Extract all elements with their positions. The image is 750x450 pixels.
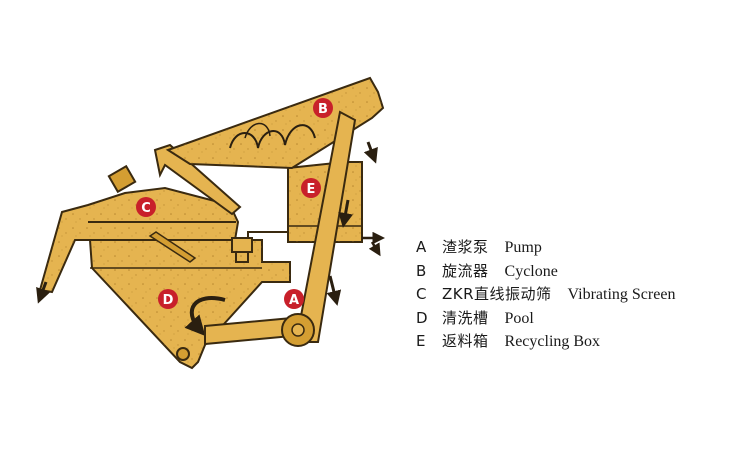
- legend-chinese-label: 清洗槽: [442, 308, 489, 327]
- marker-c: C: [136, 197, 156, 217]
- legend-letter: D: [416, 308, 428, 327]
- pump: [281, 313, 315, 347]
- marker-d-letter: D: [163, 293, 174, 308]
- marker-b: B: [313, 98, 333, 118]
- feed-launder: [153, 143, 242, 216]
- riser-pipe: [294, 110, 378, 343]
- legend-english-label: Recycling Box: [504, 333, 601, 350]
- legend-row-d: D 清洗槽 Pool: [416, 307, 675, 331]
- marker-d: D: [158, 289, 178, 309]
- marker-a: A: [284, 289, 304, 309]
- marker-c-letter: C: [141, 201, 151, 216]
- marker-e: E: [301, 178, 321, 198]
- legend-letter: C: [416, 285, 427, 303]
- legend-letter: B: [416, 261, 427, 280]
- legend-english-label: Pool: [504, 309, 534, 327]
- washing-pool: [88, 231, 291, 370]
- legend-row-b: B 旋流器 Cyclone: [416, 260, 675, 284]
- legend-row-a: A 渣浆泵 Pump: [416, 236, 675, 260]
- legend-row-c: C ZKR直线振动筛 Vibrating Screen: [416, 283, 675, 307]
- legend: A 渣浆泵 Pump B 旋流器 Cyclone C ZKR直线振动筛 Vibr…: [416, 236, 675, 354]
- legend-english-label: Vibrating Screen: [567, 286, 676, 303]
- legend-letter: A: [416, 238, 427, 256]
- marker-b-letter: B: [318, 102, 328, 117]
- legend-chinese-label: 渣浆泵: [442, 238, 489, 256]
- legend-chinese-label: 旋流器: [442, 261, 489, 280]
- marker-e-letter: E: [307, 182, 316, 197]
- legend-english-label: Cyclone: [504, 262, 558, 280]
- legend-english-label: Pump: [504, 239, 542, 256]
- legend-chinese-label: ZKR直线振动筛: [442, 285, 552, 303]
- legend-chinese-label: 返料箱: [442, 332, 489, 350]
- marker-a-letter: A: [289, 293, 299, 308]
- legend-letter: E: [416, 332, 426, 350]
- legend-row-e: E 返料箱 Recycling Box: [416, 330, 675, 354]
